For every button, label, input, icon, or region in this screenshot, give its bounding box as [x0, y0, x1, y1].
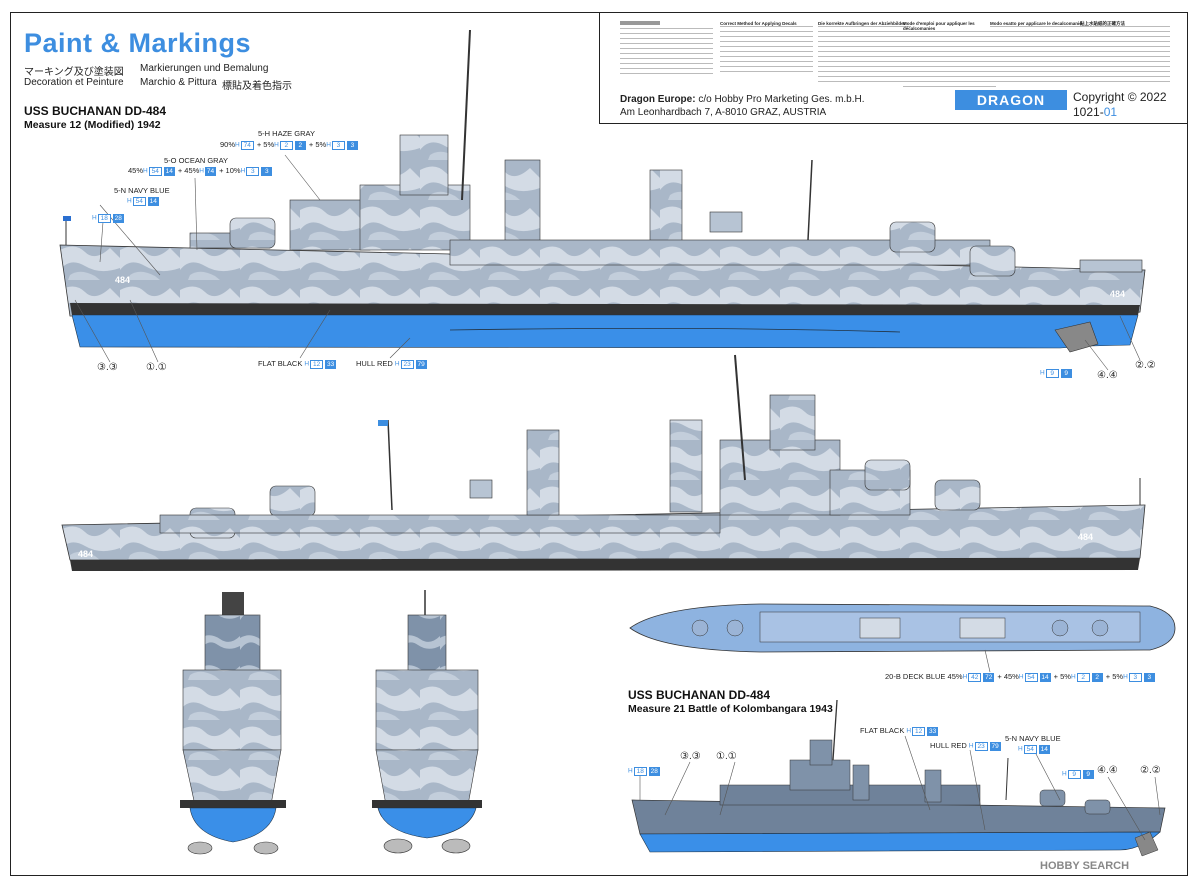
ship2-decal-ref-1: ①.① [716, 751, 737, 762]
ship1-decal-ref-1: ①.① [146, 362, 167, 373]
instructions-col-english: Correct Method for Applying Decals [720, 21, 813, 74]
decal-instructions-box: Correct Method for Applying Decals Die k… [599, 12, 1188, 124]
deck-top-view [629, 603, 1176, 653]
ship1-name: USS BUCHANAN DD-484 [24, 104, 167, 118]
stern-rear-view [372, 590, 482, 854]
ship2-hull-number-bow: 484 [1078, 532, 1093, 542]
ship1-label-navy-blue: 5-N NAVY BLUE [114, 186, 170, 195]
copyright-block: Copyright © 2022 1021-01 [1073, 90, 1167, 119]
ship1-side-profile [59, 29, 1146, 353]
subtitle-german: Markierungen und Bemalung [140, 63, 269, 74]
bow-front-view [180, 592, 286, 855]
subtitle-french: Decoration et Peinture [24, 77, 124, 88]
ship1-decal-ref-3: ③.③ [97, 362, 118, 373]
ship2-decal-ref-3: ③.③ [680, 751, 701, 762]
instructions-col-german: Die korrekte Aufbringen der Abziehbilder [818, 21, 911, 84]
ship1-measure: Measure 12 (Modified) 1942 [24, 119, 161, 131]
instructions-col-french: Mode d'emploi pour appliquer les décalco… [903, 21, 996, 89]
dealer-address: Dragon Europe: c/o Hobby Pro Marketing G… [620, 94, 865, 118]
ship2-side-profile [61, 354, 1146, 571]
ship3-leader-lines [639, 735, 1161, 841]
ship1-hull-number-stern: 484 [1110, 289, 1125, 299]
ship2-decal-ref-4: ④.④ [1097, 765, 1118, 776]
page-title: Paint & Markings [24, 28, 252, 58]
deck-leader-line [984, 649, 991, 673]
ship2-name: USS BUCHANAN DD-484 [628, 688, 771, 702]
instructions-col-japanese [620, 21, 713, 76]
ship2-label-navy-blue: 5-N NAVY BLUE [1005, 734, 1061, 743]
ship2-hull-number-stern: 484 [78, 549, 93, 559]
ship1-decal-ref-2: ②.② [1135, 360, 1156, 371]
ship1-hull-number-bow: 484 [115, 275, 130, 285]
ship1-label-ocean-gray: 5-O OCEAN GRAY [164, 156, 229, 165]
instructions-col-chinese: 貼上水貼紙的正確方法 [1080, 21, 1170, 84]
ship1-leader-lines [74, 154, 1141, 371]
ship1-label-haze-gray: 5-H HAZE GRAY [258, 129, 315, 138]
ship2-measure: Measure 21 Battle of Kolombangara 1943 [628, 703, 833, 715]
hobby-search-watermark: HOBBY SEARCH [1040, 860, 1130, 872]
subtitle-japanese: マーキング及び塗装図 [24, 67, 124, 78]
instructions-col-italian: Modo esatto per applicare le decalcomani… [990, 21, 1083, 84]
ship1-decal-ref-4: ④.④ [1097, 370, 1118, 381]
ship2-decal-ref-2: ②.② [1140, 765, 1161, 776]
dragon-logo: DRAGON [955, 90, 1067, 110]
subtitle-italian: Marchio & Pittura [140, 77, 217, 88]
ship3-side-profile [631, 699, 1166, 857]
subtitle-chinese: 標貼及着色指示 [222, 81, 292, 92]
